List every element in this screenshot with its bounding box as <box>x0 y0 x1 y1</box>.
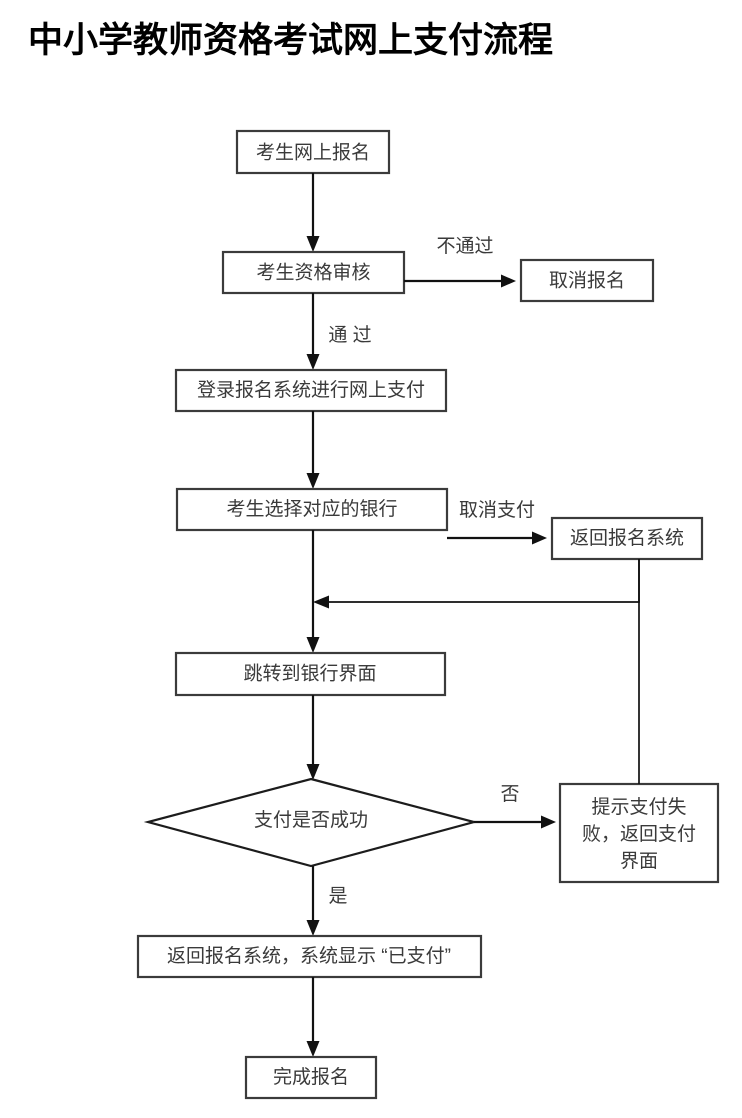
edge-n7-n8 <box>306 695 320 780</box>
edge-n6-to-trunk <box>313 559 640 609</box>
edge-label-pass: 通 过 <box>328 324 371 346</box>
edge-label-cancel-payment: 取消支付 <box>459 499 535 521</box>
node-return-registration-system[interactable]: 返回报名系统 <box>550 516 704 561</box>
node-label: 考生网上报名 <box>256 142 370 164</box>
node-label: 跳转到银行界面 <box>243 663 376 685</box>
node-candidate-qualification-review[interactable]: 考生资格审核 <box>221 250 406 295</box>
edge-n2-n4: 通 过 <box>306 293 372 370</box>
node-complete-registration[interactable]: 完成报名 <box>244 1055 378 1100</box>
node-candidate-online-registration[interactable]: 考生网上报名 <box>235 129 391 175</box>
edge-n4-n5 <box>306 411 320 489</box>
node-label: 登录报名系统进行网上支付 <box>197 379 425 401</box>
node-label: 考生资格审核 <box>256 262 370 284</box>
edge-label-yes: 是 <box>328 886 347 907</box>
node-label-line3: 界面 <box>620 851 658 872</box>
edge-n2-n3: 不通过 <box>404 235 516 288</box>
edge-n10-n11 <box>306 977 320 1057</box>
node-label: 返回报名系统 <box>570 527 684 549</box>
node-label: 返回报名系统，系统显示 “已支付” <box>167 945 451 967</box>
node-label: 完成报名 <box>273 1066 349 1088</box>
page-title: 中小学教师资格考试网上支付流程 <box>28 21 554 60</box>
node-cancel-registration[interactable]: 取消报名 <box>519 258 655 303</box>
node-label: 支付是否成功 <box>254 809 368 831</box>
edge-n8-n9: 否 <box>474 784 556 829</box>
node-label-line2: 败，返回支付 <box>582 823 696 845</box>
edge-label-fail: 不通过 <box>436 235 493 257</box>
node-label-line1: 提示支付失 <box>591 796 686 818</box>
node-payment-success-decision[interactable]: 支付是否成功 <box>143 777 479 868</box>
node-label: 考生选择对应的银行 <box>226 498 397 520</box>
edge-n5-n7 <box>306 530 320 653</box>
edge-n5-n6: 取消支付 <box>447 499 547 545</box>
node-label: 取消报名 <box>549 270 625 292</box>
edge-n8-n10: 是 <box>306 866 348 936</box>
node-return-system-paid-status[interactable]: 返回报名系统，系统显示 “已支付” <box>136 934 483 979</box>
node-jump-to-bank-interface[interactable]: 跳转到银行界面 <box>174 651 447 697</box>
node-candidate-select-bank[interactable]: 考生选择对应的银行 <box>175 487 449 532</box>
node-payment-failed-notice[interactable]: 提示支付失 败，返回支付 界面 <box>558 782 720 884</box>
edge-n1-n2 <box>306 173 320 252</box>
edge-label-no: 否 <box>500 784 519 805</box>
node-login-registration-system-online-payment[interactable]: 登录报名系统进行网上支付 <box>174 368 448 413</box>
